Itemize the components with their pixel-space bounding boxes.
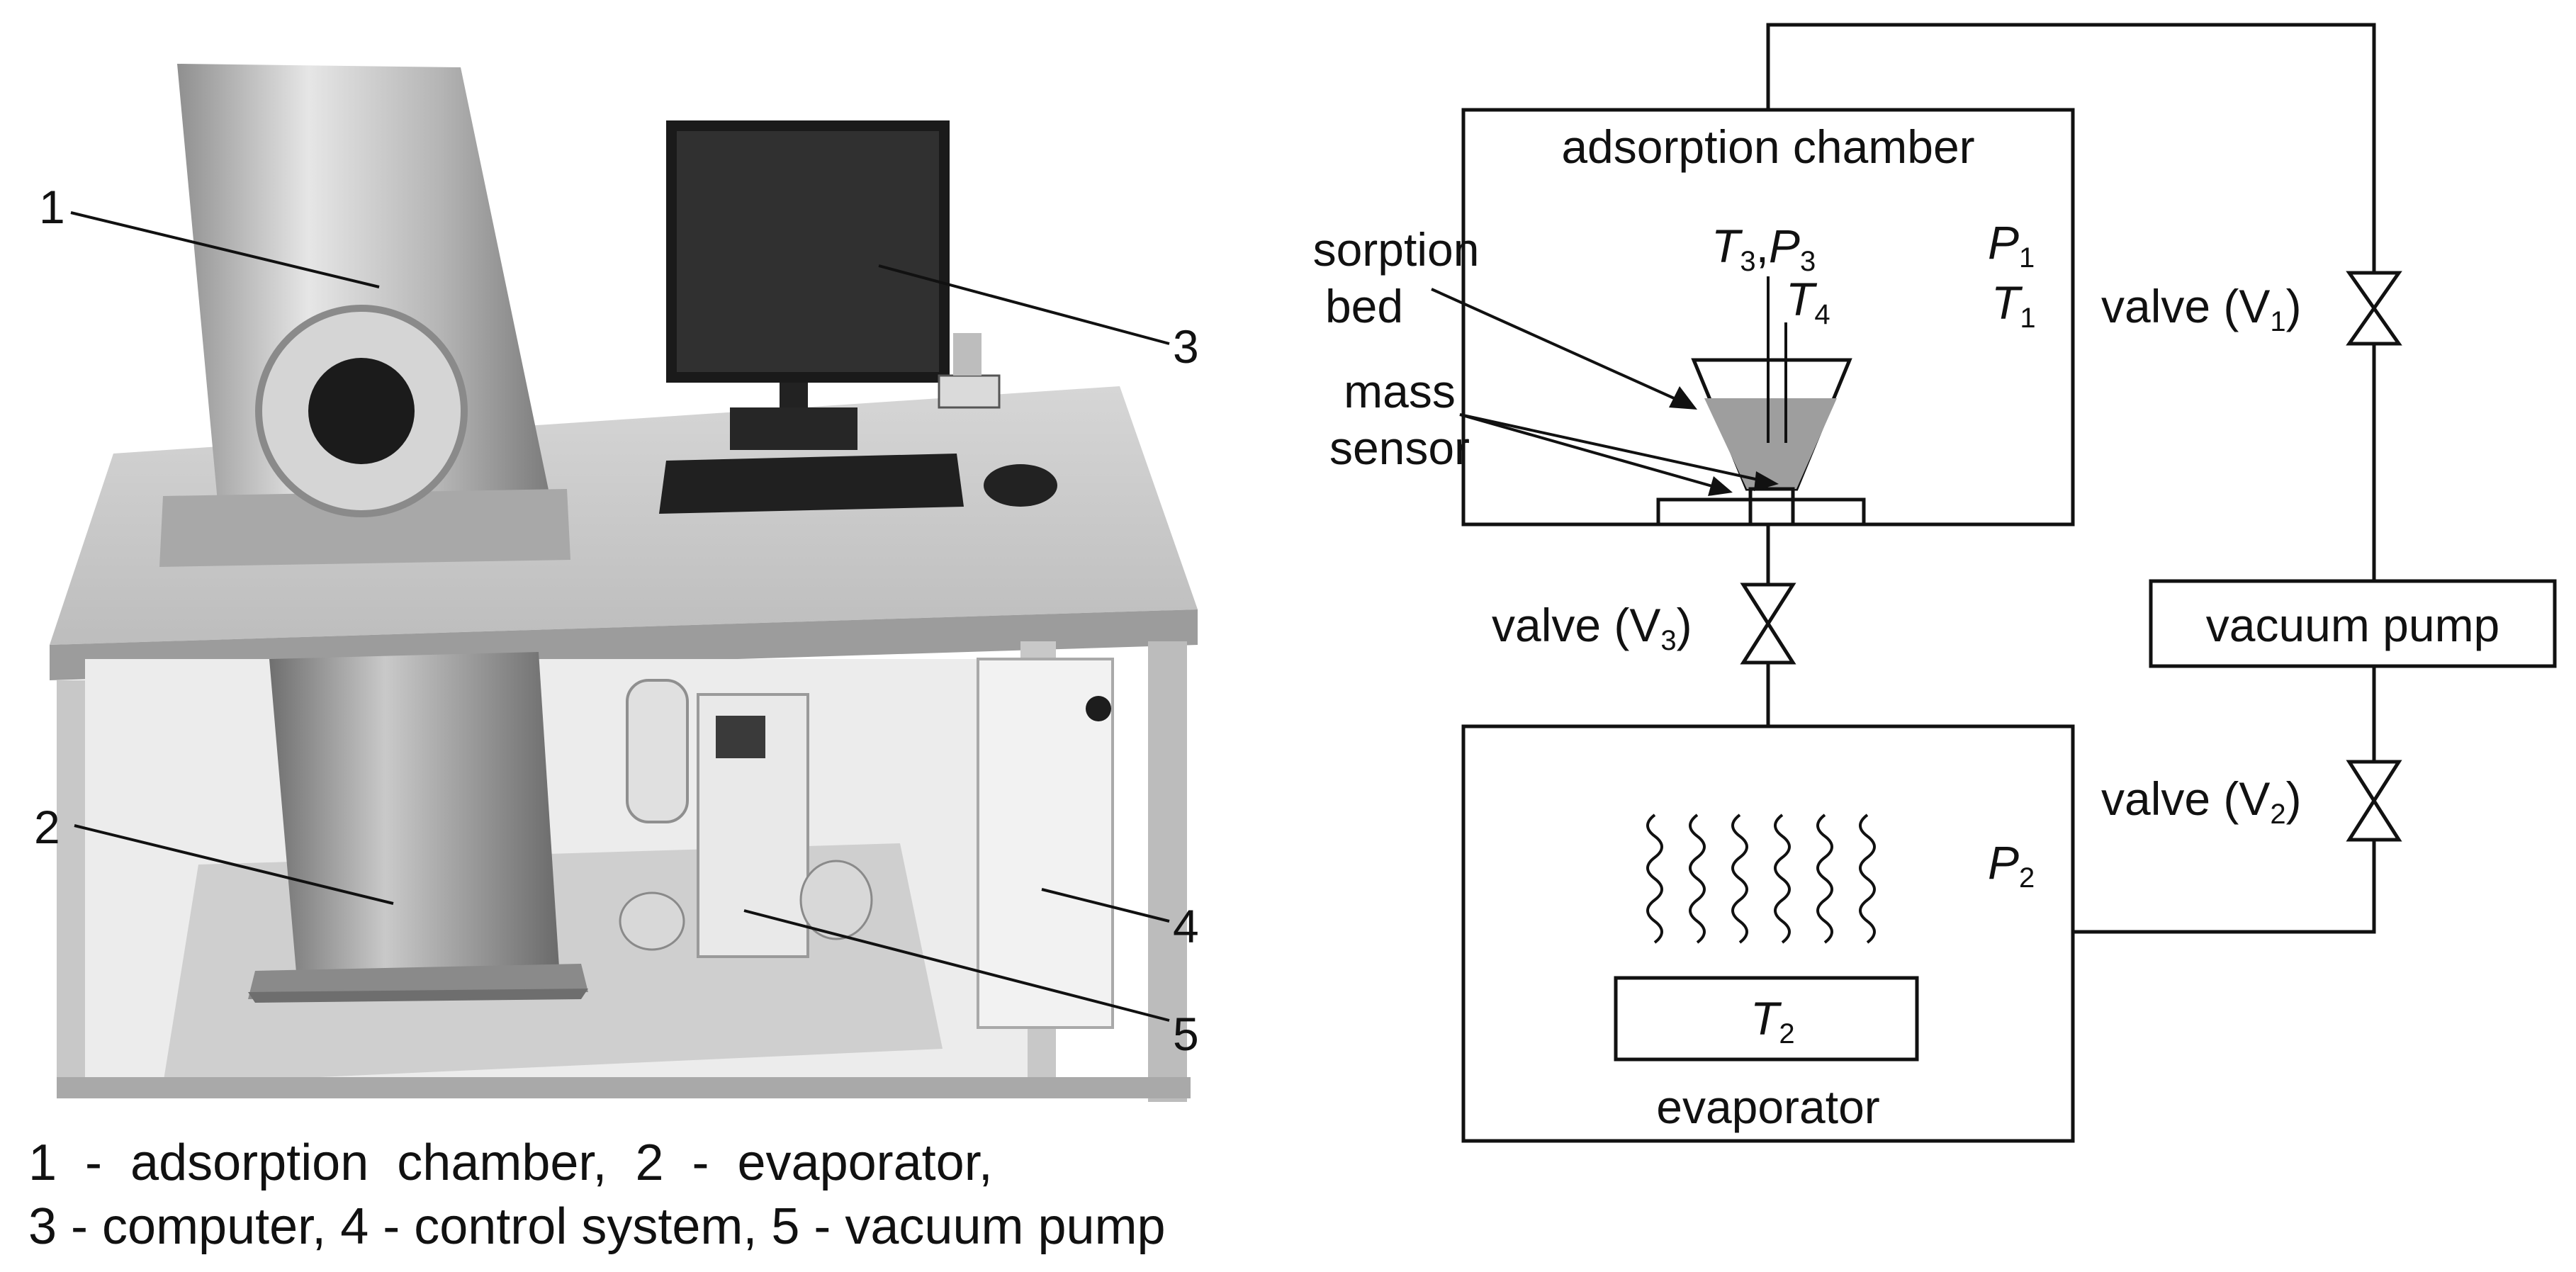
callout-3: 3: [1173, 320, 1199, 373]
heater-box: [1614, 976, 1919, 1062]
label-evaporator: evaporator: [1656, 1081, 1880, 1133]
vapor-lines: [1646, 814, 1876, 944]
monitor-base: [730, 407, 857, 450]
pump-display: [716, 716, 765, 758]
control-system-cabinet: [977, 658, 1114, 1029]
keyboard: [659, 454, 964, 514]
label-t1: T1: [1991, 276, 2036, 334]
monitor-screen: [677, 131, 939, 372]
frame-leg: [57, 680, 85, 1098]
callout-4: 4: [1173, 900, 1199, 952]
sorption-bed-material: [1704, 398, 1837, 489]
mouse: [984, 464, 1057, 507]
pump-flask: [619, 891, 685, 951]
control-knob: [1086, 696, 1111, 721]
arrow-mass-sensor-2: [1459, 413, 1769, 483]
photo-apparatus: 1 2 3 4 5: [34, 64, 1199, 1102]
small-device-top: [953, 333, 982, 376]
label-adsorption-chamber: adsorption chamber: [1561, 120, 1974, 173]
callout-line-3: [878, 264, 1170, 345]
callout-line-1: [70, 211, 380, 288]
pipe-top: [1766, 23, 2376, 273]
chamber-flange-plate: [159, 489, 570, 567]
label-vacuum-pump: vacuum pump: [2206, 599, 2500, 651]
label-mass: mass: [1344, 365, 1456, 417]
arrow-head: [1708, 476, 1733, 496]
frame-leg: [1148, 641, 1187, 1102]
label-p2: P2: [1988, 836, 2035, 894]
evaporator-box: [1461, 724, 2075, 1143]
callout-1: 1: [39, 181, 65, 233]
caption-line-1: 1 - adsorption chamber, 2 - evaporator,: [28, 1135, 993, 1191]
valve-v1-symbol: [2346, 271, 2402, 346]
label-p1: P1: [1988, 216, 2035, 274]
frame-bottom-rail: [57, 1077, 1191, 1098]
pump-flask: [799, 860, 873, 940]
callout-line-4: [1041, 888, 1170, 923]
label-valve-v3: valve (V3): [1492, 599, 1692, 656]
pump-condenser: [626, 679, 689, 823]
arrow-sorption-bed: [1431, 288, 1687, 405]
viewport-glass: [308, 358, 415, 464]
label-valve-v2: valve (V2): [2101, 772, 2302, 830]
arrow-head: [1754, 471, 1779, 491]
monitor-stand: [780, 383, 808, 411]
callout-2: 2: [34, 801, 60, 853]
callout-line-5: [743, 909, 1170, 1022]
callout-5: 5: [1173, 1008, 1199, 1060]
label-t2: T2: [1750, 992, 1795, 1049]
caption-line-2: 3 - computer, 4 - control system, 5 - va…: [28, 1198, 1166, 1255]
label-bed: bed: [1325, 280, 1403, 332]
label-valve-v1: valve (V1): [2101, 280, 2302, 337]
label-t3-p3: T3,P3: [1711, 220, 1816, 277]
valve-v3-symbol: [1740, 582, 1796, 665]
arrow-mass-sensor-1: [1459, 413, 1723, 490]
label-sensor: sensor: [1329, 422, 1470, 474]
valve-v2-symbol: [2346, 760, 2402, 842]
arrow-head: [1669, 386, 1697, 410]
callout-line-2: [74, 824, 394, 905]
label-t4: T4: [1786, 273, 1830, 330]
label-sorption: sorption: [1313, 223, 1480, 276]
vacuum-pump-box: [2149, 579, 2557, 668]
schematic: [1431, 23, 2557, 1143]
mass-sensor-post: [1748, 487, 1795, 527]
pipe-evaporator-out: [2073, 840, 2376, 934]
schematic-labels: adsorption chamber sorption bed mass sen…: [1313, 120, 2500, 1133]
small-device: [938, 374, 1001, 409]
evaporator-cylinder: [269, 652, 560, 989]
